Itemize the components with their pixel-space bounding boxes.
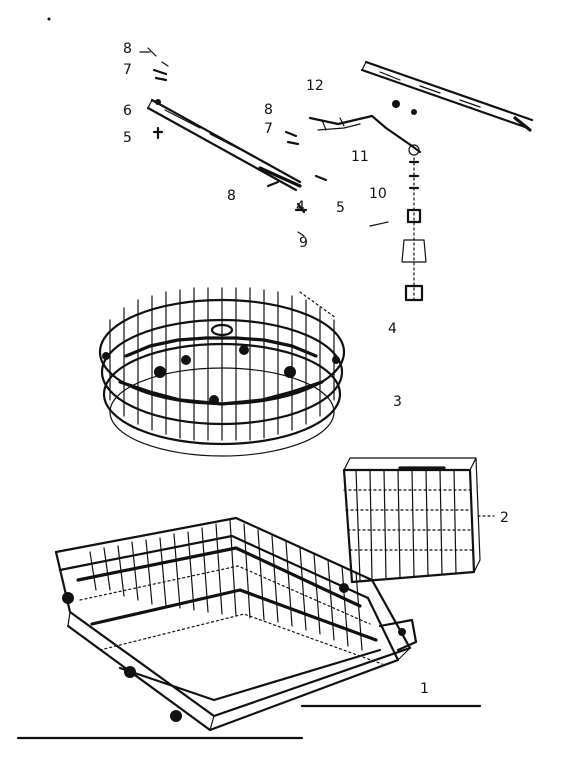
small-hardware-left	[139, 47, 169, 140]
callout-label: 5	[123, 130, 132, 146]
callout-label: 12	[306, 78, 324, 94]
rack-wheel	[62, 592, 74, 604]
callout-label: 10	[369, 186, 387, 202]
callout-label: 6	[123, 103, 132, 119]
callout-label: 4	[296, 199, 305, 215]
callout-label: 7	[123, 62, 132, 78]
stray-mark	[47, 17, 51, 21]
round-rack	[98, 287, 346, 457]
part-9-pieces	[297, 231, 305, 237]
callout-label: 8	[264, 102, 273, 118]
hub-hardware	[266, 130, 328, 214]
callout-label: 9	[299, 235, 308, 251]
cutlery-basket	[342, 457, 495, 584]
upper-rail	[360, 60, 534, 132]
callout-label: 11	[351, 149, 369, 165]
rack-wheel	[339, 583, 349, 593]
rack-wheel	[124, 666, 136, 678]
callout-label: 1	[420, 681, 429, 697]
spray-arm-left	[146, 98, 302, 192]
callout-label: 8	[227, 188, 236, 204]
supply-tube	[369, 157, 427, 302]
callout-label: 4	[388, 321, 397, 337]
callout-label: 2	[500, 510, 509, 526]
lower-rack	[54, 516, 418, 732]
bracket-assembly	[308, 114, 422, 156]
callout-label: 7	[264, 121, 273, 137]
callout-label: 3	[393, 394, 402, 410]
callout-label: 8	[123, 41, 132, 57]
callout-label: 5	[336, 200, 345, 216]
rack-wheel	[170, 710, 182, 722]
